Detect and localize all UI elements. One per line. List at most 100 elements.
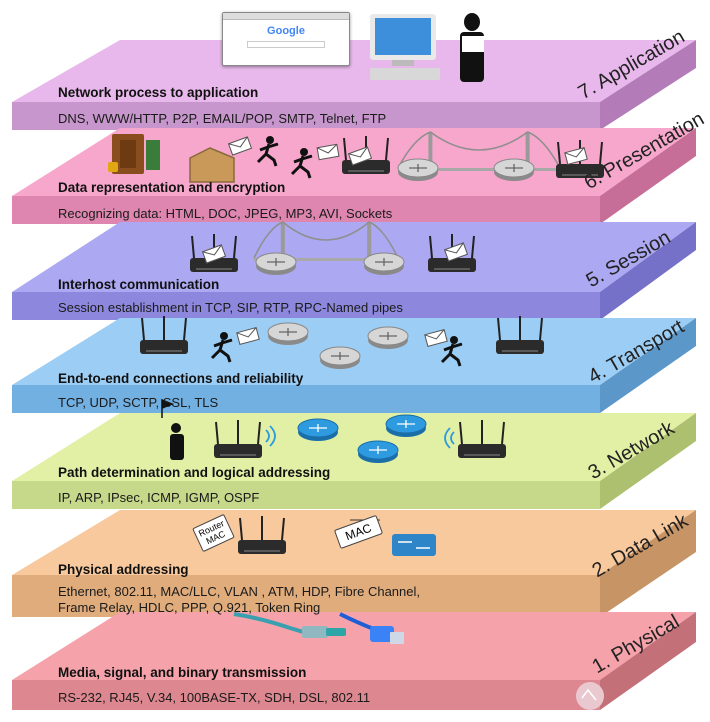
router-antenna (497, 316, 543, 341)
blue-router-arrows (369, 446, 387, 454)
bridge-deck (254, 258, 398, 261)
layer-protocols: TCP, UDP, SCTP, SSL, TLS (58, 395, 219, 410)
layer-top-face (12, 612, 696, 680)
layer-description: Path determination and logical addressin… (58, 465, 331, 480)
bridge-tower (280, 222, 285, 262)
router-led-strip (562, 174, 598, 176)
computer-stand (392, 60, 414, 66)
layer-side-face (600, 318, 696, 413)
courier-icon (440, 342, 463, 367)
courier-icon (256, 142, 279, 167)
door-panel (120, 140, 136, 168)
router-hub-arrows (505, 164, 523, 172)
router-led-strip (348, 170, 384, 172)
layer-front-face (12, 481, 600, 509)
bridge-tower (367, 222, 372, 262)
layer-description: Network process to application (58, 85, 259, 100)
browser-logo: Google (267, 25, 305, 37)
router-hub-arrows (267, 258, 285, 266)
courier-head (450, 336, 458, 344)
layer-front-face (12, 102, 600, 130)
layer-protocols-continued: Frame Relay, HDLC, PPP, Q.921, Token Rin… (58, 600, 321, 615)
layer-description: Physical addressing (58, 562, 189, 577)
router-led-strip (434, 268, 470, 270)
courier-head (266, 136, 274, 144)
router-hub-arrows (379, 332, 397, 340)
courier-icon (290, 154, 313, 179)
courier-head (300, 148, 308, 156)
cable-icon (233, 612, 311, 636)
layer-protocols: RS-232, RJ45, V.34, 100BASE-TX, SDH, DSL… (58, 690, 371, 705)
fiber-connector-tip (326, 628, 346, 636)
bridge-tower (428, 132, 433, 172)
blue-router-arrows (309, 424, 327, 432)
envelope-icon (564, 147, 588, 165)
layer-description: Interhost communication (58, 277, 220, 292)
router-antenna (141, 316, 187, 341)
layer-protocols: Ethernet, 802.11, MAC/LLC, VLAN , ATM, H… (58, 584, 421, 599)
envelope-icon (424, 329, 448, 347)
router-hub-arrows (375, 258, 393, 266)
envelope-icon (443, 242, 469, 262)
layer-front-face (12, 292, 600, 320)
router-led-strip (502, 350, 538, 352)
bridge-cable (253, 221, 399, 259)
layer-front-face (12, 575, 600, 617)
wifi-icon (265, 425, 276, 447)
courier-head (220, 332, 228, 340)
envelope-icon (347, 146, 373, 166)
computer-screen (375, 18, 431, 55)
wifi-icon (444, 427, 455, 449)
layer-description: End-to-end connections and reliability (58, 371, 304, 386)
layer-top-face (12, 413, 696, 481)
package-icon (189, 147, 235, 183)
layer-front-face (12, 196, 600, 224)
courier-icon (210, 338, 233, 363)
layer-protocols: DNS, WWW/HTTP, P2P, EMAIL/POP, SMTP, Tel… (58, 111, 387, 126)
layer-description: Data representation and encryption (58, 180, 286, 195)
bridge-deck (398, 168, 560, 171)
router-antenna (215, 420, 261, 445)
switch-icon (392, 534, 436, 556)
layer-side-face (600, 612, 696, 710)
envelope-icon (201, 244, 227, 264)
layer-side-face (600, 40, 696, 130)
switch-arrows (398, 541, 430, 549)
blue-router-arrows (397, 420, 415, 428)
layer-front-face (12, 385, 600, 413)
mail-letter (462, 36, 484, 52)
bridge-tower (525, 132, 530, 172)
browser-search-box (247, 41, 325, 48)
router-led-strip (244, 550, 280, 552)
router-antenna (239, 516, 285, 541)
layer-front-face (12, 680, 600, 710)
layer-side-face (600, 510, 696, 617)
person-body (170, 434, 184, 460)
router-led-strip (146, 350, 182, 352)
person-head (464, 13, 480, 31)
router-led-strip (220, 454, 256, 456)
browser-window-illustration: Google (222, 12, 350, 66)
router-hub-arrows (279, 328, 297, 336)
layer-protocols: Session establishment in TCP, SIP, RTP, … (58, 300, 403, 315)
person-head (171, 423, 181, 433)
layer-top-face (12, 222, 696, 292)
router-hub-arrows (409, 164, 427, 172)
router-led-strip (196, 268, 232, 270)
exit-figure (146, 140, 160, 170)
router-led-strip (464, 454, 500, 456)
envelope-icon (236, 327, 260, 345)
layer-top-face (12, 40, 696, 102)
rj45-plug (390, 632, 404, 644)
browser-toolbar (223, 13, 349, 20)
layer-side-face (600, 413, 696, 509)
fiber-connector (302, 626, 328, 638)
watermark-icon (576, 682, 604, 710)
bridge-cable (397, 131, 561, 169)
layer-side-face (600, 222, 696, 320)
layer-protocols: IP, ARP, IPsec, ICMP, IGMP, OSPF (58, 490, 260, 505)
layer-side-face (600, 128, 696, 224)
padlock-icon (108, 162, 118, 172)
layer-description: Media, signal, and binary transmission (58, 665, 307, 680)
